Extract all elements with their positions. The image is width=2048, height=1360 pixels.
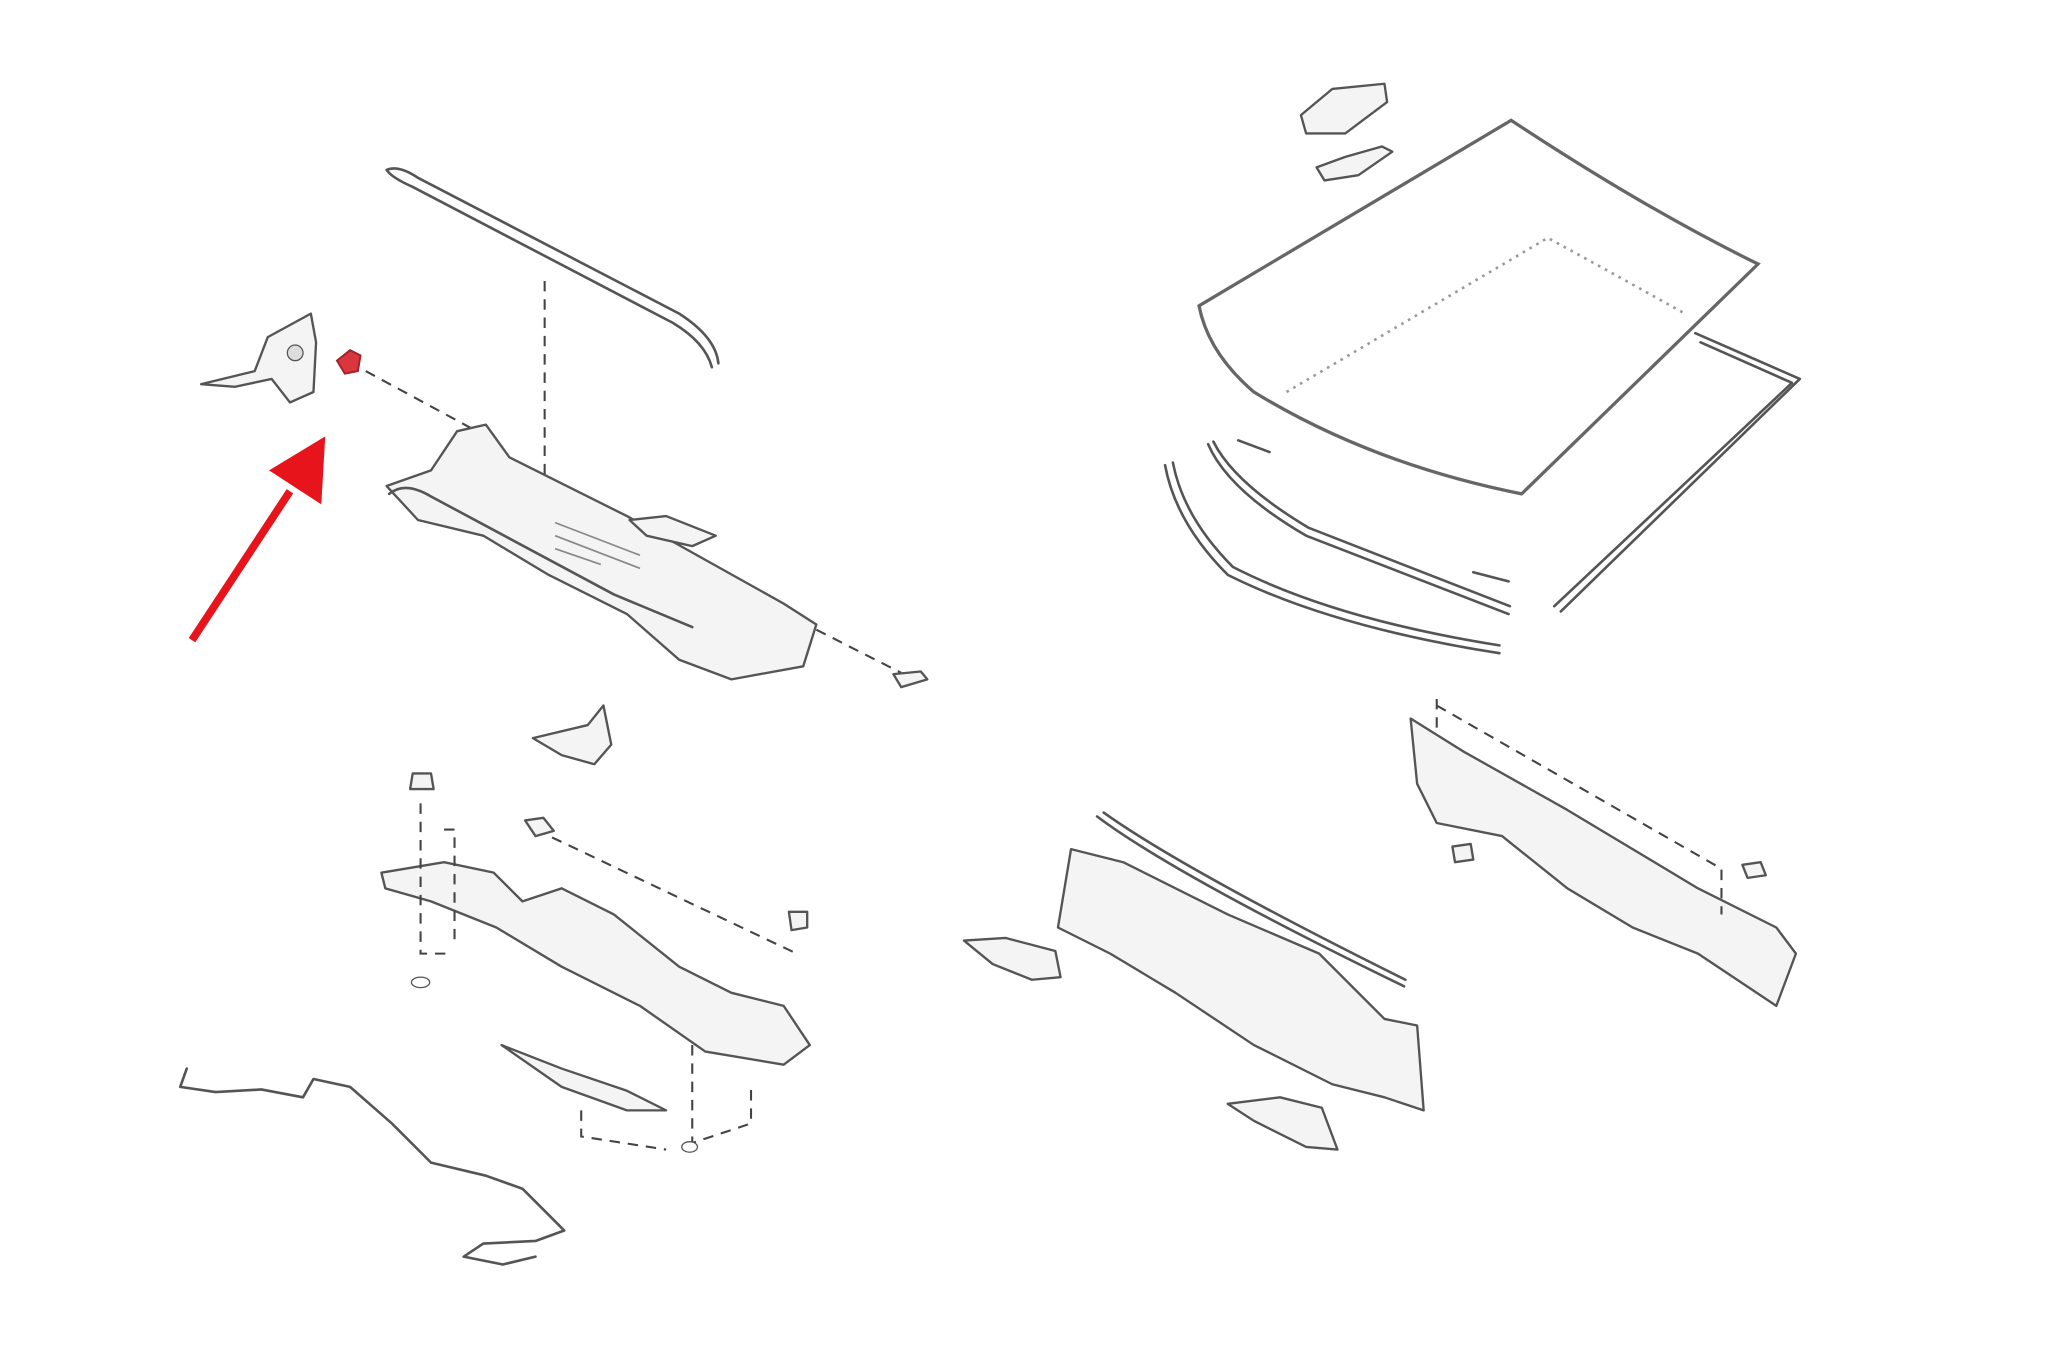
- rearview-mirror-bracket[interactable]: [1299, 82, 1389, 135]
- guide-line: [1435, 698, 1723, 915]
- cowl-seal-lower[interactable]: [500, 1043, 668, 1112]
- cowl-side-cover[interactable]: [628, 514, 717, 548]
- washer[interactable]: [410, 976, 431, 989]
- guide-line: [419, 803, 798, 955]
- cowl-top-panel[interactable]: [385, 423, 818, 681]
- windshield-side-molding[interactable]: [1552, 331, 1802, 613]
- cowl-panel-center[interactable]: [1056, 847, 1425, 1112]
- clip[interactable]: [892, 670, 929, 689]
- cowl-weatherstrip[interactable]: [1095, 811, 1407, 988]
- hood-seal-bracket[interactable]: [199, 312, 318, 404]
- cowl-panel-lower[interactable]: [380, 861, 811, 1066]
- cowl-top-molding[interactable]: [385, 167, 720, 369]
- bolt[interactable]: [787, 910, 809, 932]
- washer-hose[interactable]: [178, 1067, 566, 1266]
- clip[interactable]: [523, 816, 555, 838]
- arrow-up-right-icon: [188, 436, 326, 643]
- windshield-molding-outer[interactable]: [1163, 461, 1501, 655]
- cowl-panel-right[interactable]: [1409, 717, 1798, 1008]
- sensor-bracket[interactable]: [1315, 145, 1394, 182]
- clip[interactable]: [1451, 842, 1475, 864]
- guide-line: [580, 1045, 753, 1151]
- windshield-ceramic-border: [1285, 236, 1686, 394]
- windshield-glass[interactable]: [1197, 118, 1761, 496]
- cowl-seal: [387, 486, 694, 629]
- spacer[interactable]: [1236, 439, 1510, 583]
- washer[interactable]: [681, 1141, 699, 1153]
- bracket-clip: [286, 344, 304, 362]
- guide-line: [815, 628, 902, 674]
- bolt[interactable]: [408, 772, 435, 791]
- guide-line: [365, 370, 478, 433]
- cowl-vents: [554, 521, 641, 570]
- clip[interactable]: [1741, 861, 1768, 880]
- small-bracket[interactable]: [531, 704, 613, 766]
- highlighted-clip[interactable]: [335, 349, 362, 375]
- windshield-lower-molding[interactable]: [1206, 440, 1512, 616]
- side-bracket[interactable]: [962, 936, 1062, 981]
- side-cover[interactable]: [1226, 1096, 1339, 1151]
